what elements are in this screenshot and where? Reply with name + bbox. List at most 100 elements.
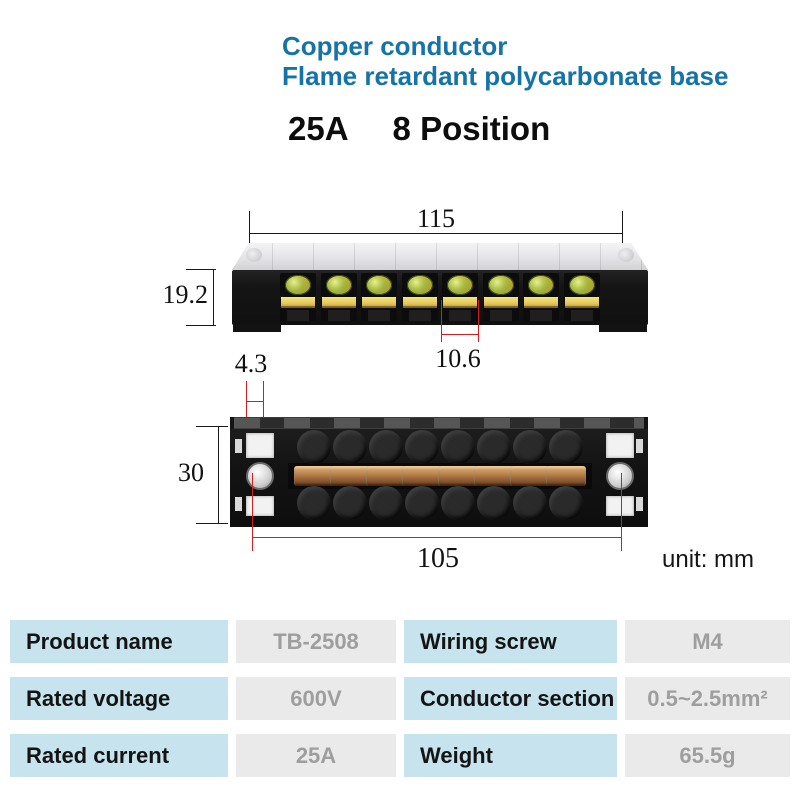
copper-conductor [330,466,370,486]
block-top-edge [234,417,644,429]
spec-label-wiring-screw: Wiring screw [404,620,617,663]
top-view-photo [230,417,648,527]
terminal-recess [328,310,350,321]
terminal-plate [524,297,558,308]
copper-conductor [294,466,334,486]
terminal-screw-icon [407,275,433,295]
spec-label-weight: Weight [404,734,617,777]
wire-hole [369,430,403,464]
terminal-cell [523,273,559,321]
dim-height-label: 19.2 [162,280,209,309]
wire-hole [297,430,331,464]
spec-value-weight: 65.5g [625,734,790,777]
terminal-screw-icon [488,275,514,295]
terminal-screw-icon [366,275,392,295]
terminal-screw-icon [569,275,595,295]
mount-screw-right [606,462,634,490]
terminal-recess [490,310,512,321]
subtitle-position-count: 8 Position [392,110,551,147]
wire-hole [405,486,439,520]
terminal-cell [402,273,438,321]
dim-depth-tick-bottom [196,523,228,524]
terminal-screw-icon [326,275,352,295]
dim-width-line [249,233,623,234]
header-line-1: Copper conductor [282,31,508,61]
wire-hole [477,486,511,520]
spec-value-rated-voltage: 600V [236,677,396,720]
subtitle-current-rating: 25A [288,110,349,147]
terminal-cell [483,273,519,321]
copper-conductor [402,466,442,486]
dim-span-line [252,537,622,538]
mount-cutout [246,496,274,516]
dim-depth-tick-top [196,426,228,427]
spec-label-product-name: Product name [10,620,228,663]
wire-hole [441,486,475,520]
spec-value-product-name: TB-2508 [236,620,396,663]
dim-span-leader-left [252,473,253,551]
terminal-cell [321,273,357,321]
terminal-cell [361,273,397,321]
dim-span-label: 105 [417,543,459,574]
dim-pitch-line-left [441,300,442,342]
dim-depth-line [218,426,219,524]
cover-screw-right [618,248,634,262]
spec-value-rated-current: 25A [236,734,396,777]
dim-width-tick-right [622,211,623,247]
terminal-plate [362,297,396,308]
terminal-plate [322,297,356,308]
terminal-recess [368,310,390,321]
terminal-plate [484,297,518,308]
dim-height-tick-bottom [186,325,216,326]
cover-screw-left [246,248,262,262]
wire-hole [405,430,439,464]
dim-pitch-label: 10.6 [435,344,481,373]
spec-label-rated-voltage: Rated voltage [10,677,228,720]
wire-hole [333,486,367,520]
spec-value-wiring-screw: M4 [625,620,790,663]
mount-foot-left [233,324,281,332]
dim-offset-label: 4.3 [234,349,268,378]
copper-conductor [474,466,514,486]
spec-table: Product name TB-2508 Wiring screw M4 Rat… [10,620,790,777]
front-view-photo [232,243,648,332]
wire-hole [441,430,475,464]
dim-offset-connector [246,401,264,402]
header-line-2: Flame retardant polycarbonate base [282,61,729,91]
clear-cover [232,243,648,270]
copper-conductor [546,466,586,486]
mount-cutout [606,433,634,458]
copper-conductor [366,466,406,486]
mount-foot-right [599,324,647,332]
spec-label-conductor-section: Conductor section [404,677,617,720]
product-subtitle: 25A 8 Position [288,110,550,148]
terminal-plate [403,297,437,308]
terminal-screw-icon [285,275,311,295]
terminal-recess [287,310,309,321]
dim-width-tick-left [249,211,250,247]
wire-hole [369,486,403,520]
terminal-cell [564,273,600,321]
wire-hole [513,430,547,464]
terminal-cell [280,273,316,321]
terminal-cell [442,273,478,321]
dim-depth-label: 30 [178,458,204,487]
dim-height-tick-top [186,269,216,270]
spec-label-rated-current: Rated current [10,734,228,777]
mount-cutout [606,496,634,516]
dim-width-label: 115 [416,204,456,233]
wire-hole [549,486,583,520]
header-text: Copper conductor Flame retardant polycar… [282,31,728,91]
wire-hole [333,430,367,464]
edge-notch [235,439,242,453]
terminal-plate [443,297,477,308]
terminal-plate [281,297,315,308]
spec-value-conductor-section: 0.5~2.5mm² [625,677,790,720]
terminal-screw-icon [447,275,473,295]
unit-note: unit: mm [662,546,755,573]
copper-conductor [438,466,478,486]
dim-pitch-connector [441,334,479,335]
terminal-plate [565,297,599,308]
dim-span-leader-right [621,473,622,551]
